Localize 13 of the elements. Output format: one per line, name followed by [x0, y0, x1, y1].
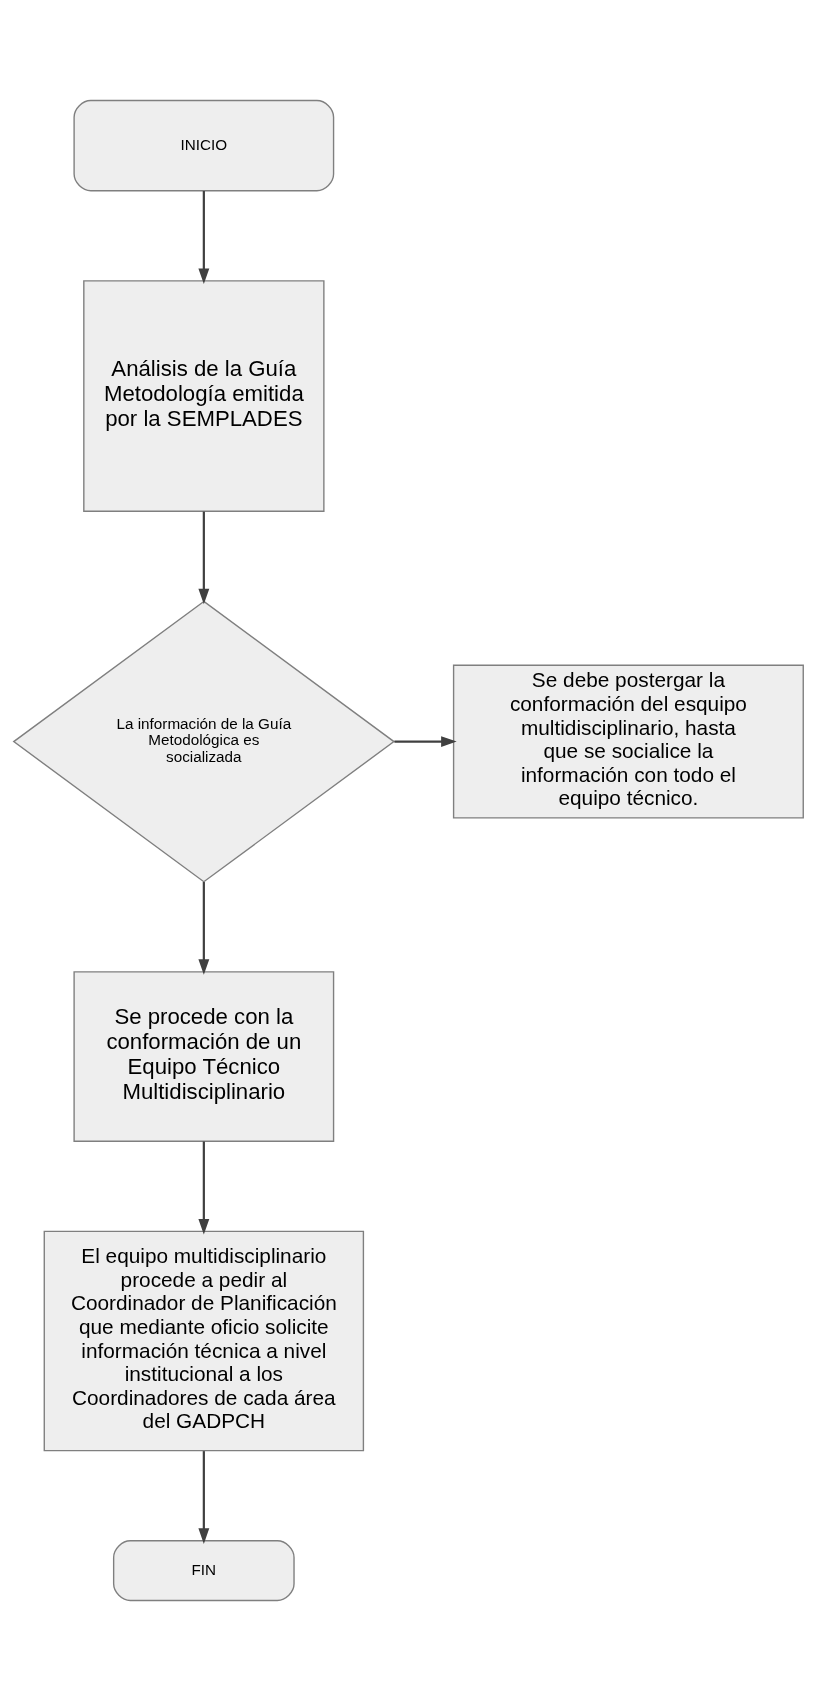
arrow: [198, 881, 210, 975]
node-box: INICIO: [73, 99, 335, 191]
node-box: El equipo multidisciplinario procede a pedir al Coordinador de Planificación que mediante oficio solicite información técnica a nivel institucional a los Coordinadores de cada área del GADPCH: [43, 1230, 365, 1451]
arrow: [198, 511, 210, 604]
node-box: FIN: [112, 1539, 295, 1601]
arrow: [198, 1450, 210, 1544]
arrow: [198, 190, 210, 284]
node-box: Se debe postergar la conformación del esquipo multidisciplinario, hasta que se socialice la información con todo el equipo técnico.: [452, 664, 804, 819]
node-box: Análisis de la Guía Metodología emitida por la SEMPLADES: [83, 279, 325, 512]
node-diamond: La información de la Guía Metodológica es socializada: [12, 600, 396, 883]
node-box: Se procede con la conformación de un Equipo Técnico Multidisciplinario: [73, 970, 335, 1142]
arrow: [394, 735, 457, 747]
arrow: [198, 1141, 210, 1235]
